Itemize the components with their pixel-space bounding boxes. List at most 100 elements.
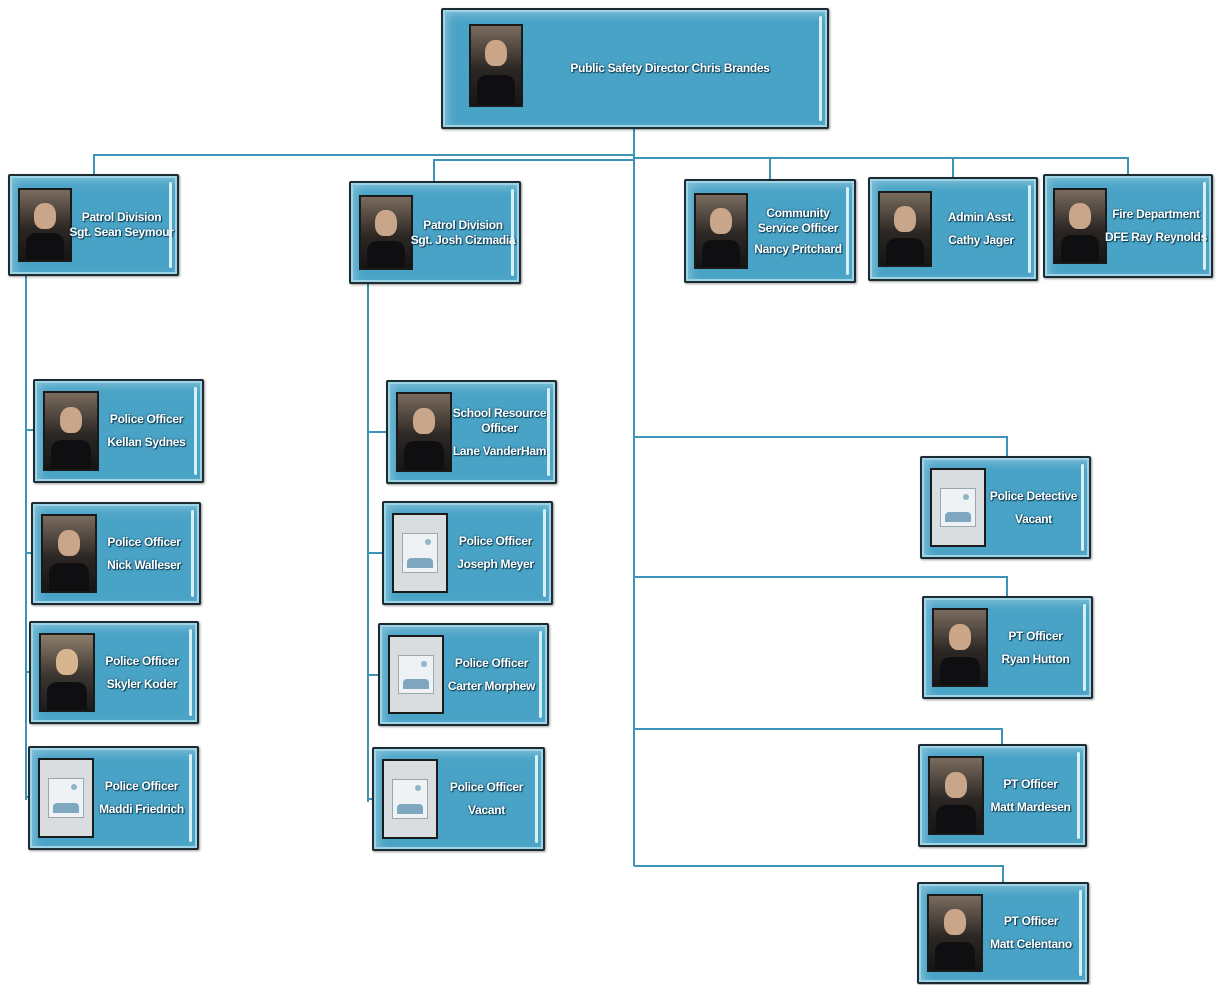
- right-member-3-label: PT Officer Matt Mardesen: [984, 746, 1077, 845]
- patrol-a-member-2-label: Police Officer Nick Walleser: [97, 504, 191, 603]
- patrol-b-lead-photo: [359, 195, 413, 270]
- patrol-a-member-1-line2: Kellan Sydnes: [107, 435, 186, 449]
- right-member-1-box[interactable]: Police Detective Vacant: [920, 456, 1091, 559]
- patrol-b-member-2-box[interactable]: Police Officer Joseph Meyer: [382, 501, 553, 605]
- staff-fire-line2: DFE Ray Reynolds: [1105, 230, 1207, 244]
- placeholder-image-icon: [38, 758, 94, 838]
- patrol-b-member-3-box[interactable]: Police Officer Carter Morphew: [378, 623, 549, 726]
- patrol-b-member-4-line1: Police Officer: [449, 780, 524, 794]
- patrol-b-member-1-photo: [396, 392, 452, 472]
- patrol-b-member-1-line3: Lane VanderHam: [452, 443, 547, 458]
- staff-admin-photo: [878, 191, 932, 267]
- staff-admin-line2: Cathy Jager: [948, 233, 1014, 247]
- right-member-2-photo: [932, 608, 988, 687]
- patrol-b-member-1-line1: School Resource: [452, 405, 547, 420]
- placeholder-image-icon: [392, 513, 448, 593]
- staff-cso-line2: Service Officer: [757, 220, 839, 235]
- right-member-3-box[interactable]: PT Officer Matt Mardesen: [918, 744, 1087, 847]
- right-member-4-photo: [927, 894, 983, 972]
- right-member-4-box[interactable]: PT Officer Matt Celentano: [917, 882, 1089, 984]
- connector-branch-fire: [634, 157, 1129, 176]
- patrol-a-lead-line2: Sgt. Sean Seymour: [69, 225, 174, 239]
- right-member-2-box[interactable]: PT Officer Ryan Hutton: [922, 596, 1093, 699]
- right-member-1-line2: Vacant: [1015, 511, 1052, 526]
- staff-admin-label: Admin Asst. Cathy Jager: [934, 179, 1028, 279]
- patrol-a-member-4-box[interactable]: Police Officer Maddi Friedrich: [28, 746, 199, 850]
- connector-right-3: [634, 728, 1003, 746]
- patrol-a-member-2-photo: [41, 514, 97, 593]
- patrol-b-member-1-box[interactable]: School Resource Officer Lane VanderHam: [386, 380, 557, 484]
- patrol-a-member-4-line1: Police Officer: [104, 779, 179, 793]
- staff-fire-box[interactable]: Fire Department DFE Ray Reynolds: [1043, 174, 1213, 278]
- connector-right-4: [634, 865, 1004, 885]
- staff-cso-photo: [694, 193, 748, 269]
- patrol-b-member-1-line2: Officer: [481, 420, 518, 435]
- patrol-a-lead-line1: Patrol Division: [81, 210, 162, 224]
- staff-fire-photo: [1053, 188, 1107, 264]
- patrol-a-member-3-label: Police Officer Skyler Koder: [95, 623, 189, 722]
- patrol-a-member-2-line2: Nick Walleser: [107, 557, 181, 572]
- patrol-b-member-4-label: Police Officer Vacant: [438, 749, 535, 849]
- staff-cso-box[interactable]: Community Service Officer Nancy Pritchar…: [684, 179, 856, 283]
- patrol-b-lead-line2: Sgt. Josh Cizmadia: [410, 232, 516, 247]
- patrol-a-member-1-photo: [43, 391, 99, 471]
- right-member-2-line2: Ryan Hutton: [1001, 651, 1070, 666]
- patrol-a-member-2-box[interactable]: Police Officer Nick Walleser: [31, 502, 201, 605]
- patrol-b-member-3-label: Police Officer Carter Morphew: [444, 625, 539, 724]
- patrol-a-lead-label: Patrol Division Sgt. Sean Seymour: [69, 176, 174, 274]
- patrol-b-member-4-box[interactable]: Police Officer Vacant: [372, 747, 545, 851]
- patrol-b-member-2-line1: Police Officer: [458, 534, 533, 548]
- right-member-3-line1: PT Officer: [1003, 776, 1058, 791]
- patrol-b-member-3-line1: Police Officer: [454, 655, 529, 670]
- staff-fire-label: Fire Department DFE Ray Reynolds: [1105, 176, 1207, 276]
- patrol-a-member-2-line1: Police Officer: [107, 534, 181, 549]
- staff-admin-line1: Admin Asst.: [947, 210, 1015, 224]
- director-photo: [469, 24, 523, 107]
- patrol-a-member-1-box[interactable]: Police Officer Kellan Sydnes: [33, 379, 204, 483]
- patrol-a-member-4-label: Police Officer Maddi Friedrich: [94, 748, 189, 848]
- patrol-b-lead-box[interactable]: Patrol Division Sgt. Josh Cizmadia: [349, 181, 521, 284]
- right-member-4-label: PT Officer Matt Celentano: [983, 884, 1079, 982]
- patrol-a-member-4-line2: Maddi Friedrich: [99, 802, 184, 816]
- patrol-a-member-1-label: Police Officer Kellan Sydnes: [99, 381, 194, 481]
- staff-admin-box[interactable]: Admin Asst. Cathy Jager: [868, 177, 1038, 281]
- patrol-b-member-4-line2: Vacant: [468, 803, 505, 817]
- director-title: Public Safety Director Chris Brandes: [570, 61, 770, 75]
- right-member-1-line1: Police Detective: [989, 488, 1078, 503]
- patrol-b-member-1-label: School Resource Officer Lane VanderHam: [452, 382, 547, 482]
- patrol-a-member-3-box[interactable]: Police Officer Skyler Koder: [29, 621, 199, 724]
- staff-cso-label: Community Service Officer Nancy Pritchar…: [750, 181, 846, 281]
- right-member-4-line2: Matt Celentano: [990, 937, 1072, 951]
- patrol-b-lead-label: Patrol Division Sgt. Josh Cizmadia: [411, 183, 516, 282]
- placeholder-image-icon: [388, 635, 444, 714]
- connector-branch-cso: [634, 157, 771, 181]
- right-member-3-photo: [928, 756, 984, 835]
- patrol-b-member-3-line2: Carter Morphew: [447, 678, 536, 693]
- director-box[interactable]: Public Safety Director Chris Brandes: [441, 8, 829, 129]
- connector-branch-admin: [634, 157, 954, 179]
- connector-right-2: [634, 576, 1008, 598]
- patrol-b-member-2-label: Police Officer Joseph Meyer: [448, 503, 543, 603]
- patrol-b-member-2-line2: Joseph Meyer: [457, 557, 534, 571]
- patrol-a-lead-box[interactable]: Patrol Division Sgt. Sean Seymour: [8, 174, 179, 276]
- patrol-a-member-1-line1: Police Officer: [109, 412, 184, 426]
- placeholder-image-icon: [382, 759, 438, 839]
- connector-branch-patrol-a: [93, 154, 634, 176]
- patrol-a-member-3-photo: [39, 633, 95, 712]
- right-member-2-line1: PT Officer: [1008, 628, 1063, 643]
- staff-fire-line1: Fire Department: [1112, 207, 1200, 221]
- right-member-1-label: Police Detective Vacant: [986, 458, 1081, 557]
- director-label: Public Safety Director Chris Brandes: [533, 10, 807, 127]
- right-member-2-label: PT Officer Ryan Hutton: [988, 598, 1083, 697]
- patrol-b-lead-line1: Patrol Division: [423, 217, 503, 232]
- connector-right-1: [634, 436, 1008, 458]
- connector-branch-patrol-b: [433, 159, 634, 182]
- right-member-3-line2: Matt Mardesen: [990, 799, 1071, 814]
- patrol-a-lead-photo: [18, 188, 72, 262]
- placeholder-image-icon: [930, 468, 986, 547]
- patrol-a-member-3-line2: Skyler Koder: [106, 676, 178, 691]
- right-member-4-line1: PT Officer: [1003, 914, 1059, 928]
- staff-cso-line1: Community: [766, 205, 830, 220]
- staff-cso-line3: Nancy Pritchard: [754, 241, 842, 256]
